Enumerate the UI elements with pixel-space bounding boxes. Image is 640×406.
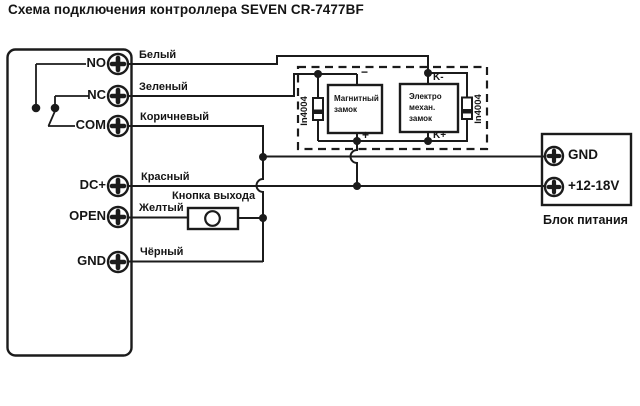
- switch-no-arm: [35, 63, 86, 106]
- wire-brown-com: [129, 125, 264, 158]
- kminus-rail: [428, 72, 468, 98]
- controller-box: [6, 48, 133, 357]
- terminal-label-dc: DC+: [79, 177, 106, 192]
- switch-no-contact: [31, 103, 41, 113]
- wire-label-brown: Коричневый: [140, 111, 209, 123]
- elock-kminus-label: K-: [433, 72, 444, 83]
- screw-nc: [106, 84, 130, 108]
- junction-dots: [259, 69, 432, 222]
- locks-dashed-enclosure: [296, 65, 489, 151]
- power-supply-caption: Блок питания: [543, 213, 628, 227]
- exit-button-circle: [204, 210, 221, 227]
- terminal-label-no: NO: [86, 55, 107, 70]
- plus-descender: [349, 141, 358, 186]
- diode-right-label: In4004: [473, 94, 484, 124]
- screw-gnd: [106, 250, 130, 274]
- wire-label-green: Зеленый: [139, 81, 188, 93]
- maglock-minus-label: −: [361, 65, 369, 79]
- wire-green-nc: [129, 73, 357, 97]
- plus-rail: [318, 119, 468, 142]
- diode-right: [461, 96, 473, 120]
- screw-com: [106, 114, 130, 138]
- com-gnd-descender: [255, 157, 264, 262]
- ps-gnd-label: GND: [568, 147, 598, 162]
- terminal-label-gnd: GND: [77, 253, 106, 268]
- electromech-lock-label: Электро механ. замок: [409, 92, 442, 123]
- maglock-plus-label: +: [362, 128, 370, 142]
- diagram-title: Схема подключения контроллера SEVEN CR-7…: [8, 2, 364, 17]
- switch-com-lever: [47, 110, 75, 127]
- terminal-label-nc: NC: [87, 87, 106, 102]
- terminal-label-com: COM: [75, 117, 106, 132]
- wire-label-white: Белый: [139, 49, 177, 61]
- ps-power-label: +12-18V: [568, 178, 620, 193]
- screw-no: [106, 52, 130, 76]
- terminal-label-open: OPEN: [69, 208, 106, 223]
- relay-switch: [31, 63, 89, 127]
- diode-left: [312, 97, 324, 121]
- exit-button-label: Кнопка выхода: [172, 190, 256, 202]
- terminal-screws: [106, 52, 565, 274]
- wire-label-black: Чёрный: [140, 246, 184, 258]
- screw-open: [106, 205, 130, 229]
- screw-ps-power: [543, 176, 565, 198]
- wire-label-red: Красный: [141, 171, 190, 183]
- magnetic-lock-box: [326, 83, 384, 135]
- wires: [129, 55, 547, 263]
- elock-kplus-label: K+: [433, 130, 447, 141]
- screw-ps-gnd: [543, 145, 565, 167]
- switch-nc-contact: [50, 103, 60, 113]
- wire-label-yellow: Желтый: [139, 202, 184, 214]
- screw-dc: [106, 174, 130, 198]
- magnetic-lock-label: Магнитный замок: [334, 94, 379, 114]
- wire-white-no: [129, 55, 429, 74]
- diode-left-label: In4004: [299, 96, 310, 126]
